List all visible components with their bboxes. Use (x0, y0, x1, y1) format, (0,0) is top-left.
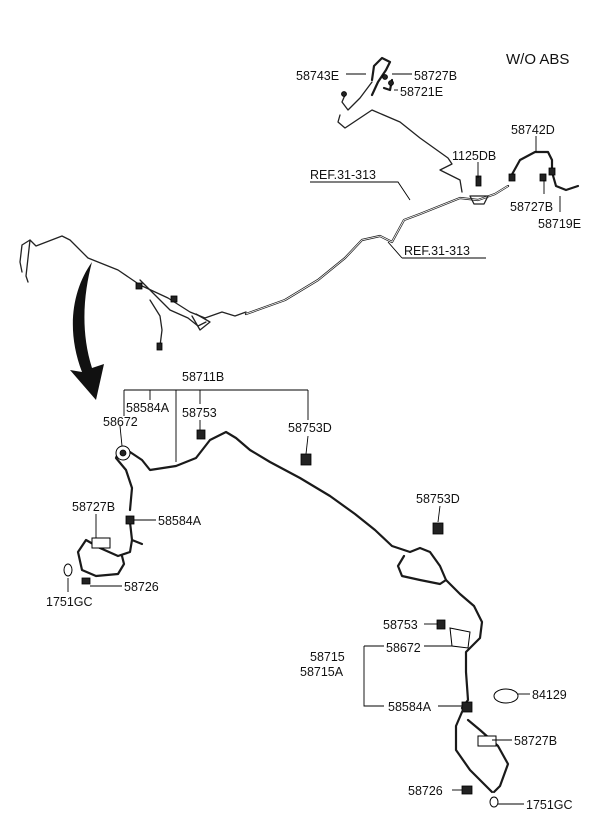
overview-clip-icon (170, 295, 178, 303)
clip-58727B-left-icon (91, 537, 111, 549)
label-58672-left: 58672 (103, 415, 138, 429)
washer-1751GC-bottom-icon (489, 796, 499, 808)
clip-58727B-bottom-icon (477, 735, 497, 747)
label-58727B-right: 58727B (510, 200, 553, 214)
label-ref-31-313-a: REF.31-313 (310, 168, 376, 182)
fitting-58584A-right-icon (461, 701, 473, 713)
label-58715: 58715 (310, 650, 345, 664)
overview-leaders (310, 73, 561, 259)
bolt-58726-bottom-icon (461, 785, 473, 795)
label-58721E: 58721E (400, 85, 443, 99)
fitting-58743E-icon (341, 91, 347, 97)
label-58753D-b: 58753D (416, 492, 460, 506)
label-58742D: 58742D (511, 123, 555, 137)
overview-fitting-icon (156, 342, 163, 351)
fitting-58721E-icon (388, 80, 394, 86)
detail-arrow-icon (70, 262, 104, 400)
label-58753D-a: 58753D (288, 421, 332, 435)
detail-labels: 58711B 58584A 58753 58672 58753D 58753D … (46, 370, 573, 812)
label-58719E: 58719E (538, 217, 581, 231)
label-58727B-top: 58727B (414, 69, 457, 83)
label-1125DB: 1125DB (452, 149, 496, 163)
label-58726-bottom: 58726 (408, 784, 443, 798)
label-58753-right: 58753 (383, 618, 418, 632)
hose-58719E-icon (548, 167, 556, 176)
bolt-1125DB-icon (475, 175, 482, 187)
label-58726-left: 58726 (124, 580, 159, 594)
label-58715A: 58715A (300, 665, 344, 679)
detail-leaders (67, 389, 530, 805)
fitting-58742D-icon (508, 173, 516, 182)
overview-assembly (19, 56, 580, 400)
label-58711B: 58711B (182, 370, 224, 384)
detail-assembly (63, 429, 519, 808)
label-58753-top: 58753 (182, 406, 217, 420)
clip-58753-right-icon (436, 619, 446, 630)
overview-clip-icon (135, 282, 143, 290)
label-ref-31-313-b: REF.31-313 (404, 244, 470, 258)
label-58743E: 58743E (296, 69, 339, 83)
grommet-58672-right-icon (449, 627, 471, 649)
label-1751GC-left: 1751GC (46, 595, 93, 609)
washer-1751GC-left-icon (63, 563, 73, 577)
gasket-84129-icon (493, 688, 519, 704)
grommet-center-icon (119, 449, 127, 457)
clip-58753D-b-icon (432, 522, 444, 535)
fitting-58727B-icon (382, 74, 388, 80)
label-58727B-left: 58727B (72, 500, 115, 514)
bolt-58726-left-icon (81, 577, 91, 585)
fitting-58584A-left-icon (125, 515, 135, 525)
label-58727B-bottom: 58727B (514, 734, 557, 748)
label-58584A-left: 58584A (158, 514, 202, 528)
clip-58753-top-icon (196, 429, 206, 440)
clip-58727B-icon (539, 173, 547, 182)
label-58584A-top: 58584A (126, 401, 170, 415)
label-84129: 84129 (532, 688, 567, 702)
diagram-title: W/O ABS (506, 51, 569, 68)
clip-58753D-a-icon (300, 453, 312, 466)
label-58584A-right: 58584A (388, 700, 432, 714)
overview-labels: 58743E 58727B 58721E 58742D 1125DB REF.3… (296, 69, 581, 258)
label-1751GC-bottom: 1751GC (526, 798, 573, 812)
label-58672-right: 58672 (386, 641, 421, 655)
